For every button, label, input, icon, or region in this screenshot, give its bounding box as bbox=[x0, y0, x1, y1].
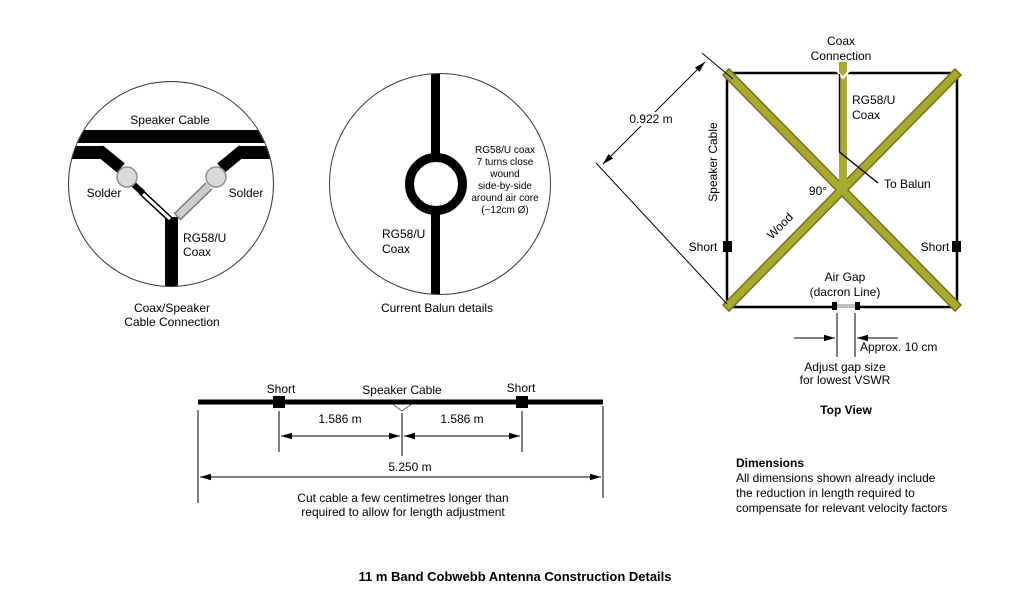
solder-blob-left bbox=[116, 166, 138, 188]
page-title: 11 m Band Cobwebb Antenna Construction D… bbox=[358, 569, 672, 584]
feed-point-notch bbox=[392, 404, 412, 412]
coax-label: RG58/U Coax bbox=[852, 93, 896, 122]
short-label-left: Short bbox=[266, 382, 296, 396]
solder-label-right: Solder bbox=[228, 186, 264, 200]
solder-blob-right bbox=[205, 166, 227, 188]
gap-adjust-note: Adjust gap size for lowest VSWR bbox=[799, 360, 891, 387]
connection-caption: Coax/Speaker Cable Connection bbox=[124, 301, 220, 329]
speaker-cable-conductors bbox=[69, 130, 273, 286]
short-marker-left bbox=[273, 396, 285, 408]
detail-circle bbox=[329, 73, 551, 295]
detail-circle bbox=[68, 81, 274, 287]
to-balun-label: To Balun bbox=[884, 177, 931, 191]
speaker-cable-label: Speaker Cable bbox=[130, 113, 210, 127]
top-view-diagram bbox=[595, 52, 963, 357]
balun-caption: Current Balun details bbox=[380, 301, 494, 315]
short-marker-right bbox=[516, 396, 528, 408]
speaker-cable-label: Speaker Cable bbox=[706, 122, 720, 202]
short-marker-right bbox=[952, 241, 961, 252]
cable-length-diagram bbox=[197, 396, 604, 503]
cut-cable-note: Cut cable a few centimetres longer than … bbox=[297, 491, 509, 519]
balun-winding-note: RG58/U coax 7 turns close wound side-by-… bbox=[471, 145, 539, 216]
half-dimension-left: 1.586 m bbox=[318, 412, 362, 426]
short-label-right: Short bbox=[506, 381, 536, 395]
short-marker-left bbox=[723, 241, 732, 252]
dimensions-note: Dimensions All dimensions shown already … bbox=[736, 456, 948, 515]
coax-run-line bbox=[838, 74, 879, 184]
angle-label: 90° bbox=[808, 184, 828, 198]
air-gap-label: Air Gap (dacron Line) bbox=[809, 270, 881, 299]
balun-coax-run bbox=[431, 74, 440, 294]
solder-stub-left bbox=[130, 181, 146, 196]
gap-dimension-label: Approx. 10 cm bbox=[860, 340, 938, 354]
top-view-caption: Top View bbox=[820, 403, 872, 417]
solder-label-left: Solder bbox=[86, 186, 122, 200]
coax-label: RG58/U Coax bbox=[183, 231, 227, 259]
short-label-right: Short bbox=[920, 240, 950, 254]
dimensions-heading: Dimensions bbox=[736, 456, 805, 470]
coax-label: RG58/U Coax bbox=[382, 227, 426, 256]
current-balun-diagram bbox=[329, 73, 551, 295]
half-dimension-right: 1.586 m bbox=[440, 412, 484, 426]
coax-connection-label: Coax Connection bbox=[810, 34, 872, 63]
coax-feed-bar bbox=[165, 217, 178, 286]
balun-coil-ring bbox=[405, 153, 467, 215]
total-dimension: 5.250 m bbox=[388, 460, 432, 474]
feed-notch bbox=[836, 70, 850, 80]
short-label-left: Short bbox=[688, 240, 718, 254]
diagonal-dimension-label: 0.922 m bbox=[627, 112, 675, 126]
speaker-cable-label: Speaker Cable bbox=[362, 383, 442, 397]
